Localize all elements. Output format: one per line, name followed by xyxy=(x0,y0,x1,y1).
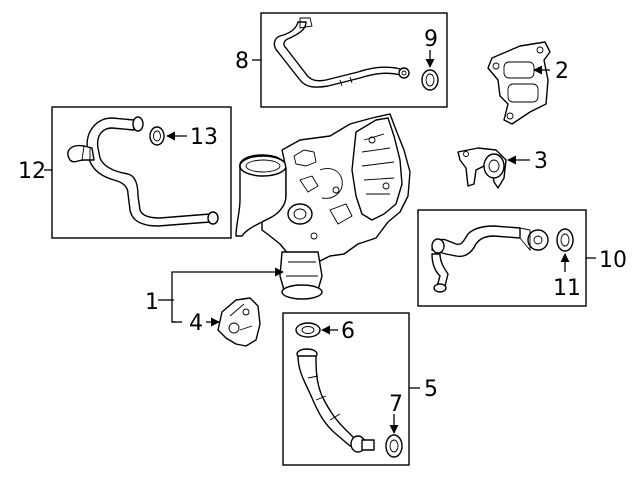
oil-feed-line-part xyxy=(273,17,410,88)
oil-return-seal-lower-part xyxy=(385,434,403,458)
box-oil-return-line xyxy=(282,312,410,466)
callout-8: 8 xyxy=(235,49,249,74)
callout-13: 13 xyxy=(190,125,218,150)
turbo-bracket-part xyxy=(457,147,507,189)
oil-return-seal-upper-part xyxy=(295,322,321,338)
coolant-hose-part xyxy=(67,116,219,227)
callout-12: 12 xyxy=(18,159,46,184)
callout-11: 11 xyxy=(553,276,581,301)
box-coolant-hose-upper xyxy=(51,106,232,239)
callout-9: 9 xyxy=(424,27,438,52)
callout-3: 3 xyxy=(534,149,548,174)
callout-10: 10 xyxy=(599,248,627,273)
coolant-return-pipe-part xyxy=(431,225,549,293)
oil-return-line-part xyxy=(296,348,375,453)
callout-2: 2 xyxy=(555,59,569,84)
coolant-hose-seal-part xyxy=(149,126,165,146)
turbocharger-part xyxy=(235,113,411,300)
callout-1: 1 xyxy=(145,290,159,315)
oil-feed-seal-part xyxy=(421,69,439,91)
callout-4: 4 xyxy=(189,311,203,336)
callout-5: 5 xyxy=(424,377,438,402)
coolant-return-seal-part xyxy=(556,228,574,252)
callout-7: 7 xyxy=(389,392,403,417)
turbo-gasket-part xyxy=(487,41,551,125)
heat-shield-part xyxy=(217,297,261,347)
callout-6: 6 xyxy=(341,319,355,344)
